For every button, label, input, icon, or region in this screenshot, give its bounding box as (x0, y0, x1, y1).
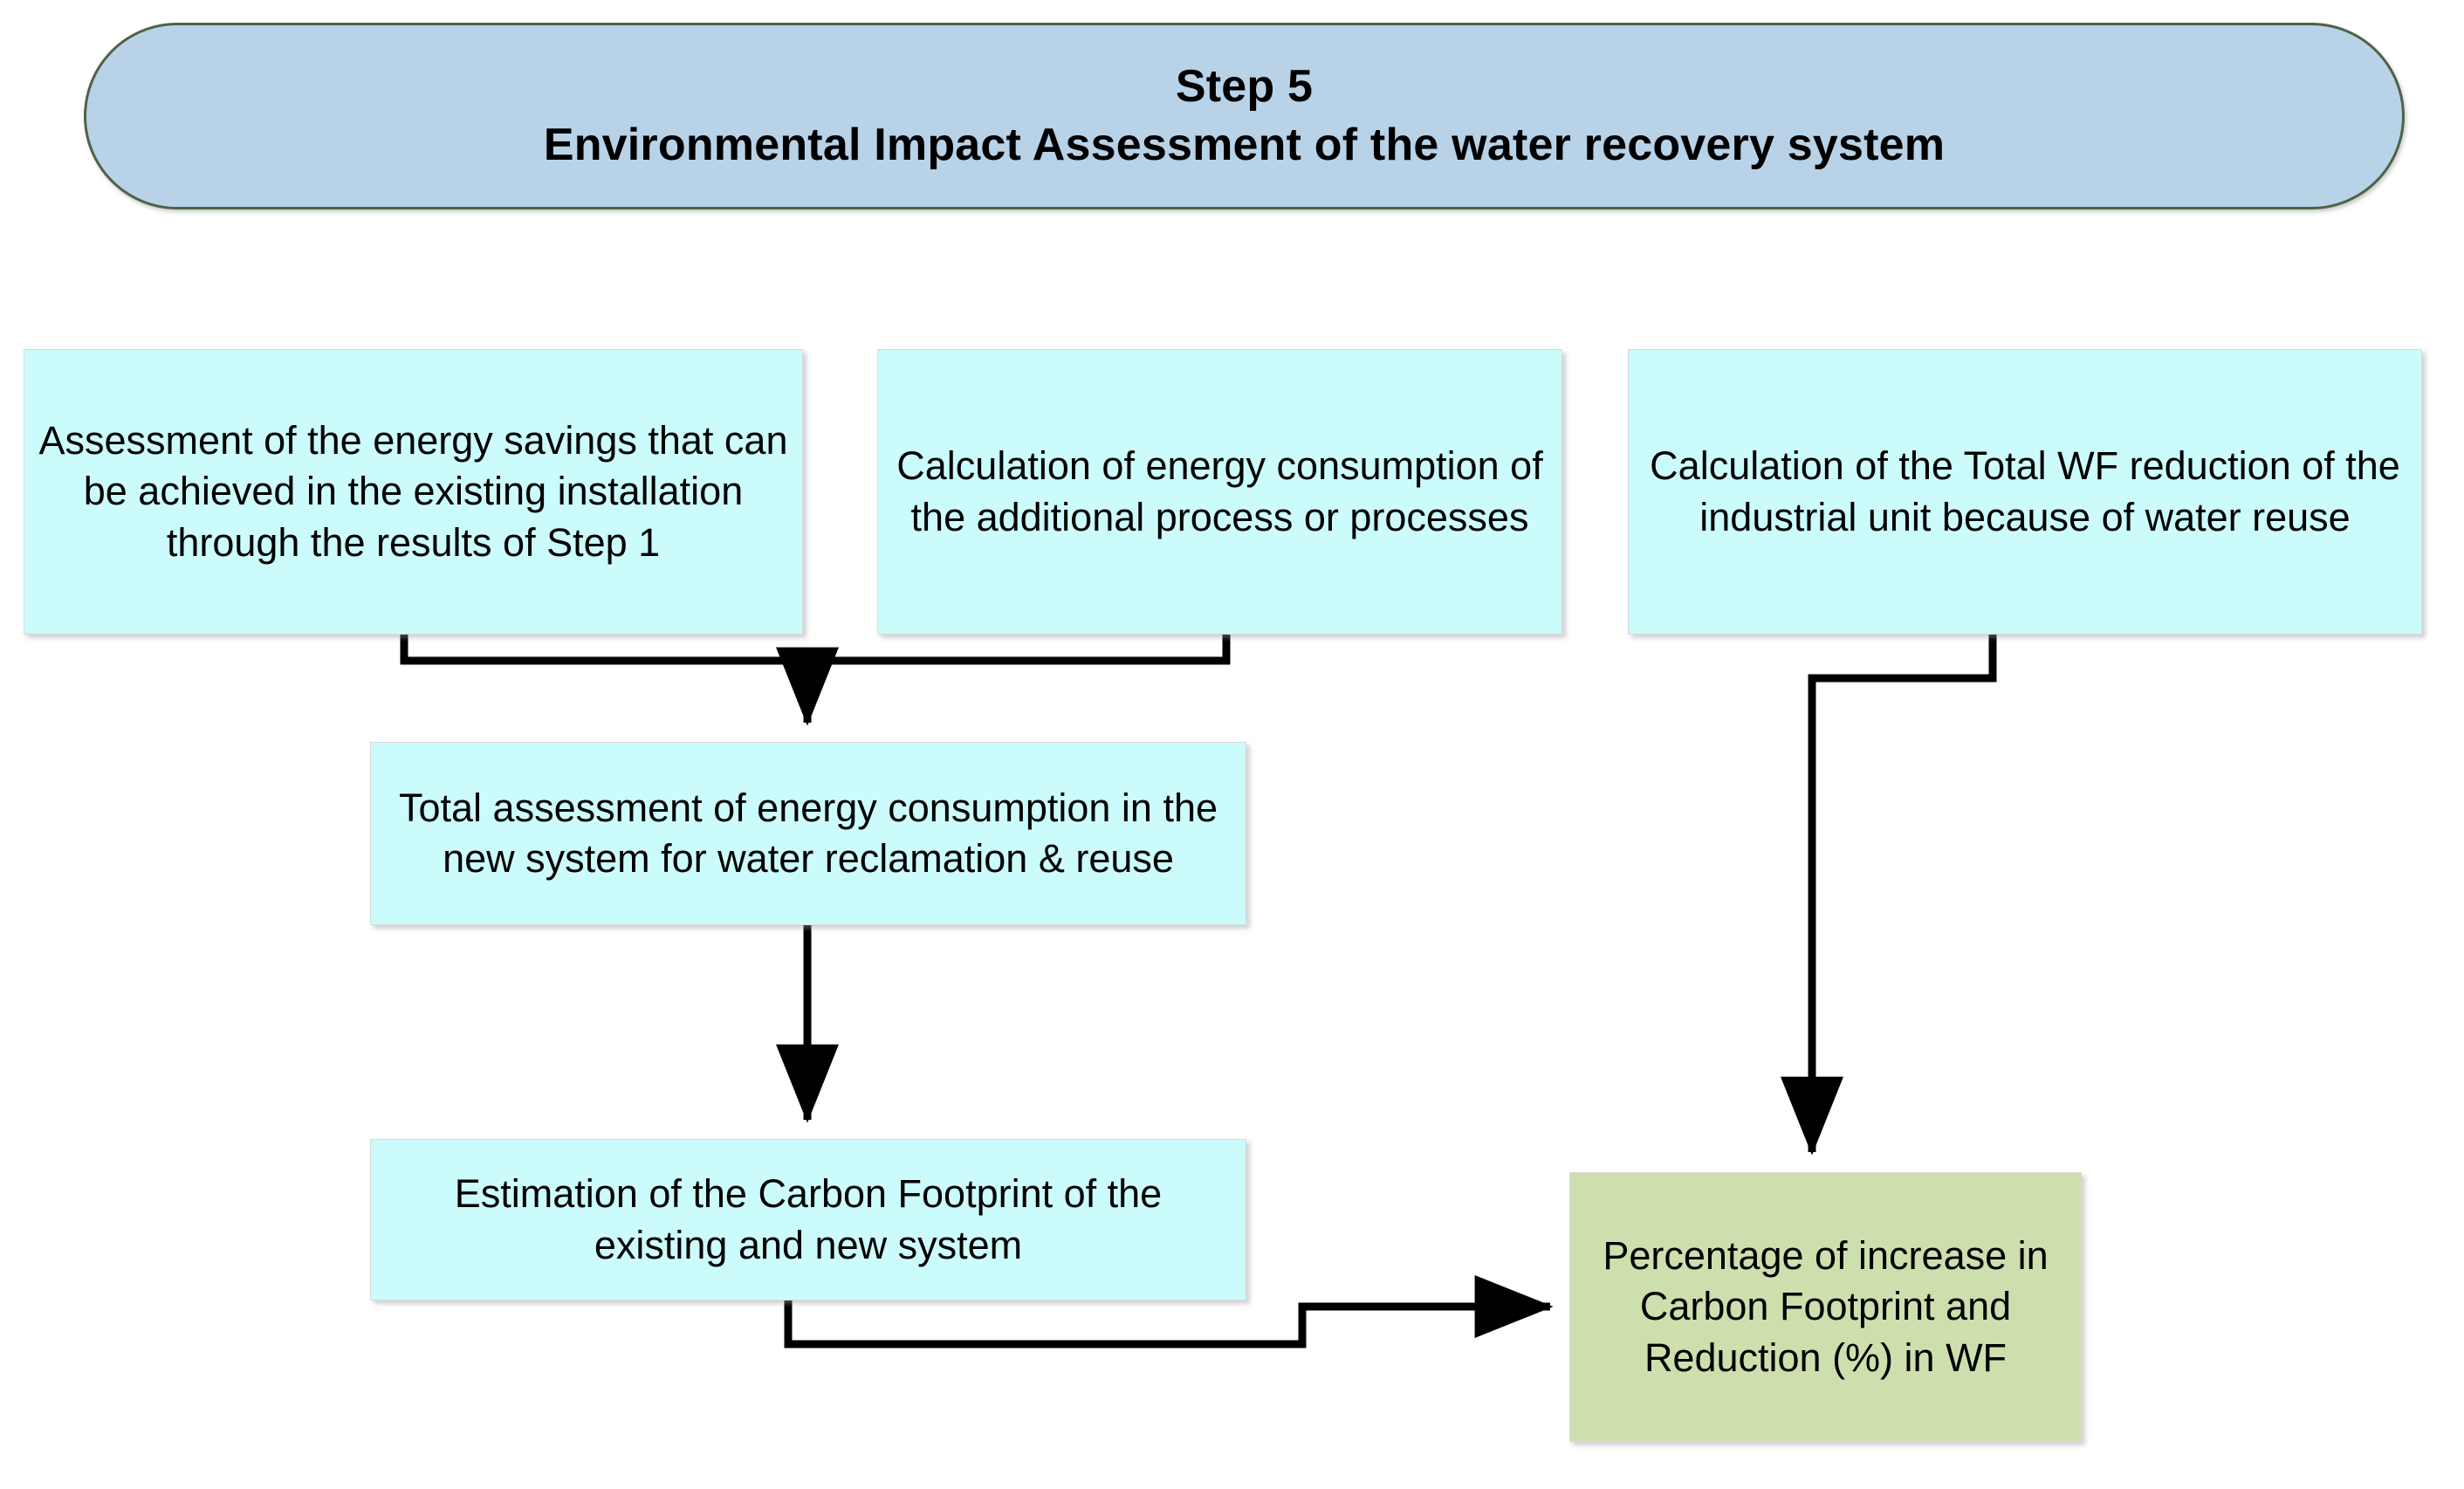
node-energy-consumption[interactable]: Calculation of energy consumption of the… (877, 349, 1562, 635)
step-header-line-2: Environmental Impact Assessment of the w… (543, 120, 1946, 170)
node-total-energy-assessment-label: Total assessment of energy consumption i… (398, 785, 1218, 882)
step-header-line-1: Step 5 (1175, 61, 1314, 113)
node-carbon-footprint-estimation[interactable]: Estimation of the Carbon Footprint of th… (370, 1139, 1246, 1300)
node-total-energy-assessment[interactable]: Total assessment of energy consumption i… (370, 742, 1246, 925)
node-energy-savings-label: Assessment of the energy savings that ca… (38, 417, 788, 565)
node-total-wf-reduction[interactable]: Calculation of the Total WF reduction of… (1628, 349, 2422, 635)
node-percentage-result[interactable]: Percentage of increase in Carbon Footpri… (1569, 1172, 2082, 1442)
edge-carbon-to-result (784, 1275, 1554, 1348)
step-header-banner: Step 5 Environmental Impact Assessment o… (84, 23, 2405, 209)
node-percentage-result-label: Percentage of increase in Carbon Footpri… (1603, 1232, 2049, 1380)
node-total-wf-reduction-label: Calculation of the Total WF reduction of… (1650, 443, 2400, 539)
edge-wf-to-result (1781, 635, 1997, 1156)
node-carbon-footprint-estimation-label: Estimation of the Carbon Footprint of th… (454, 1171, 1163, 1267)
node-energy-savings[interactable]: Assessment of the energy savings that ca… (24, 349, 803, 635)
edge-savings-and-consumption-to-total (400, 635, 1231, 726)
node-energy-consumption-label: Calculation of energy consumption of the… (896, 443, 1543, 539)
